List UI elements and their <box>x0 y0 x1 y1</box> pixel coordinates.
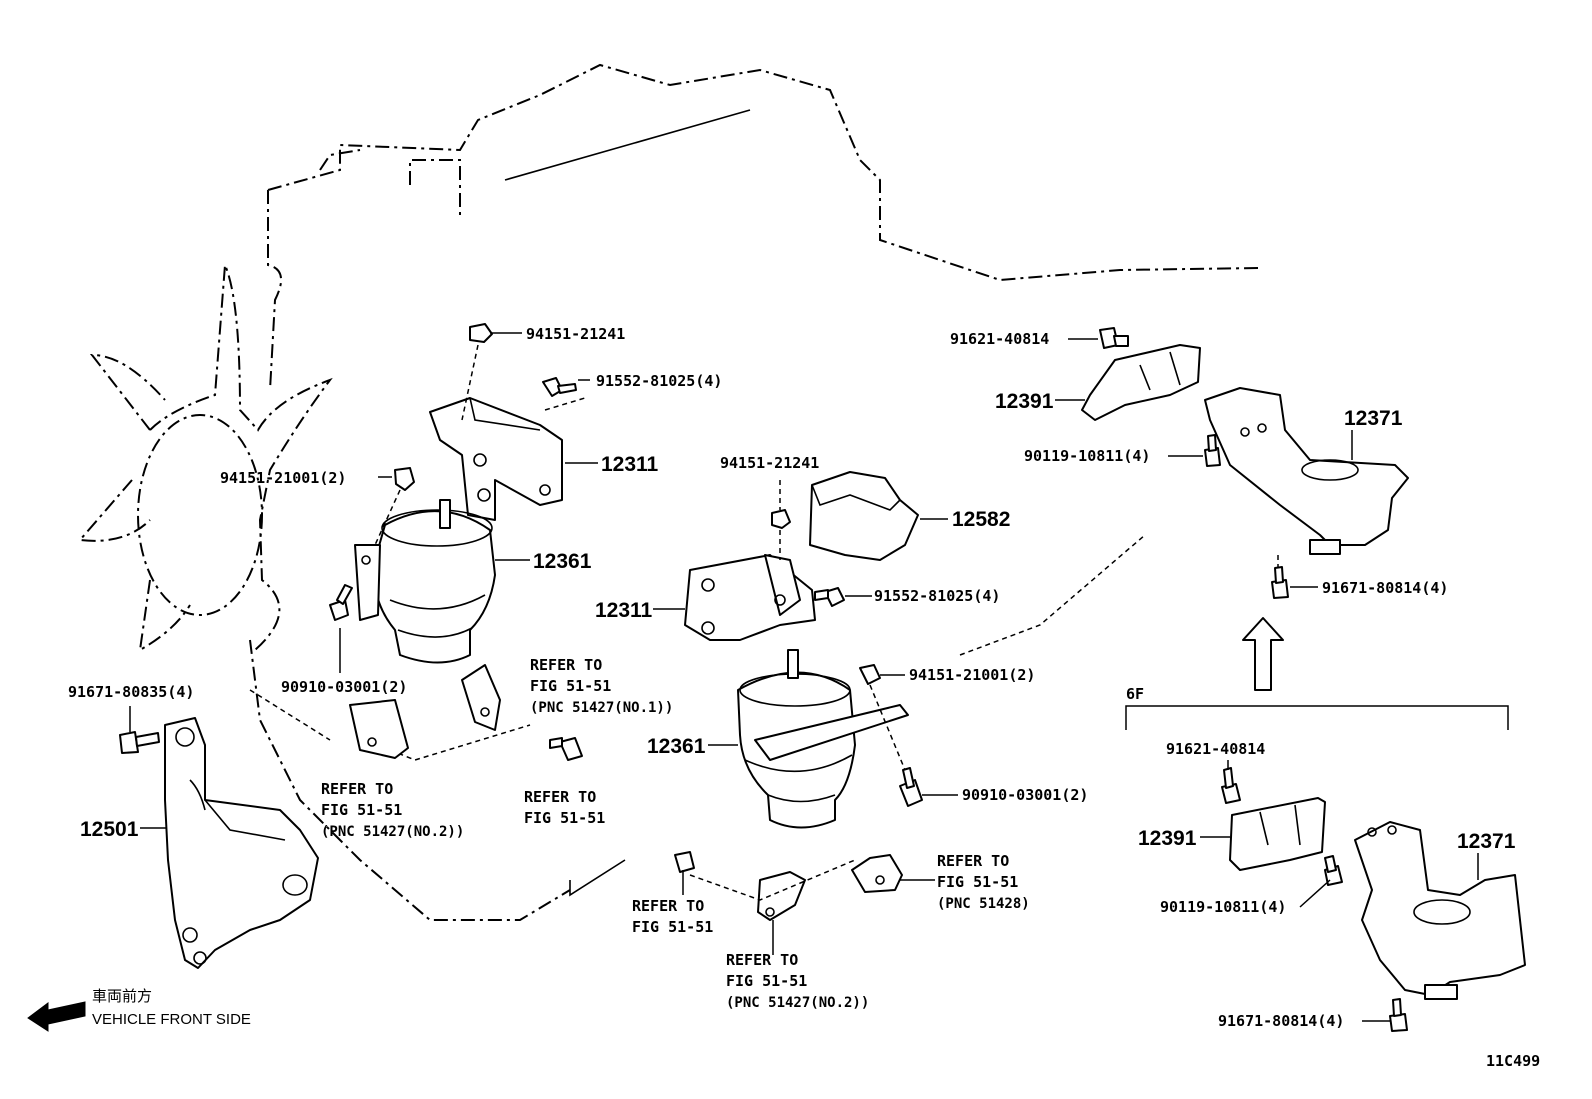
part-number-label: 12582 <box>952 508 1010 531</box>
part-number-label: 12311 <box>595 599 653 622</box>
part-number-label: 12371 <box>1457 830 1516 853</box>
part-number-label: 12361 <box>647 735 706 758</box>
fan-outline <box>77 264 333 652</box>
reference-note-line: FIG 51-51 <box>632 918 713 936</box>
variant-label: 6F <box>1126 685 1144 703</box>
engine-mount-12361-right <box>737 649 909 829</box>
reference-note-line: REFER TO <box>530 656 602 674</box>
callout-labels: 94151-21241 91552-81025(4) 12311 94151-2… <box>68 325 1516 1030</box>
stopper-bracket-12391-upper <box>1081 344 1201 421</box>
part-number-label: 90119-10811(4) <box>1160 898 1286 916</box>
engine-outline <box>249 63 1259 921</box>
part-number-label: 91671-80814(4) <box>1218 1012 1344 1030</box>
heat-insulator-12582 <box>809 471 919 561</box>
fastener-nut-icon <box>394 323 493 491</box>
reference-note-line: FIG 51-51 <box>524 809 605 827</box>
reference-note-line: REFER TO <box>632 897 704 915</box>
part-number-label: 91671-80814(4) <box>1322 579 1448 597</box>
reference-note-line: FIG 51-51 <box>321 801 402 819</box>
reference-notes: REFER TO FIG 51-51 (PNC 51427(NO.1)) REF… <box>321 656 1030 1011</box>
reference-note-line: REFER TO <box>937 852 1009 870</box>
reference-note-line: FIG 51-51 <box>937 873 1018 891</box>
reference-note-line: (PNC 51427(NO.1)) <box>530 700 673 716</box>
up-arrow-icon <box>1242 617 1284 691</box>
reference-note-line: (PNC 51427(NO.2)) <box>726 995 869 1011</box>
front-indicator-japanese: 車両前方 <box>92 988 152 1005</box>
reference-bracket-icon <box>757 854 903 921</box>
part-number-label: 91552-81025(4) <box>596 372 722 390</box>
variant-group-bracket <box>1125 705 1509 730</box>
part-number-label: 90910-03001(2) <box>962 786 1088 804</box>
part-number-label: 12371 <box>1344 407 1403 430</box>
part-number-label: 94151-21241 <box>720 454 819 472</box>
part-number-label: 12391 <box>995 390 1054 413</box>
part-number-label: 94151-21241 <box>526 325 625 343</box>
engine-mount-bracket-12371-lower <box>1354 821 1526 1000</box>
part-number-label: 12391 <box>1138 827 1197 850</box>
front-bracket-12501 <box>164 717 319 969</box>
figure-id: 11C499 <box>1486 1052 1540 1070</box>
leader-lines-right-lower <box>1200 760 1479 1022</box>
part-number-label: 90910-03001(2) <box>281 678 407 696</box>
part-number-label: 91671-80835(4) <box>68 683 194 701</box>
part-number-label: 91621-40814 <box>950 330 1049 348</box>
reference-note-line: FIG 51-51 <box>530 677 611 695</box>
part-number-label: 12311 <box>601 453 659 476</box>
fastener-bolt-icon <box>674 587 923 873</box>
part-number-label: 91552-81025(4) <box>874 587 1000 605</box>
front-indicator-english: VEHICLE FRONT SIDE <box>92 1011 251 1028</box>
front-direction-arrow-icon <box>27 1001 86 1032</box>
reference-note-line: REFER TO <box>726 951 798 969</box>
reference-note-line: (PNC 51428) <box>937 896 1030 912</box>
fastener-bolt-icon <box>1221 767 1408 1032</box>
reference-note-line: REFER TO <box>524 788 596 806</box>
fastener-nut-icon <box>771 509 881 685</box>
engine-mount-12361-left <box>354 499 496 664</box>
fastener-bolt-icon <box>119 377 583 761</box>
leader-lines-middle <box>653 480 958 955</box>
front-indicator: 車両前方 VEHICLE FRONT SIDE <box>92 988 251 1028</box>
leader-lines-right-upper <box>1055 338 1353 588</box>
reference-note-line: REFER TO <box>321 780 393 798</box>
reference-note-line: (PNC 51427(NO.2)) <box>321 824 464 840</box>
stopper-bracket-12391-lower <box>1229 797 1326 871</box>
reference-note-line: FIG 51-51 <box>726 972 807 990</box>
engine-mount-bracket-12371-upper <box>1204 387 1409 555</box>
part-number-label: 90119-10811(4) <box>1024 447 1150 465</box>
fastener-bolt-icon <box>1099 327 1289 599</box>
engine-bracket-12311-right <box>684 554 816 641</box>
part-number-label: 94151-21001(2) <box>220 469 346 487</box>
reference-bracket-icon <box>349 664 501 759</box>
part-number-label: 91621-40814 <box>1166 740 1265 758</box>
part-number-label: 94151-21001(2) <box>909 666 1035 684</box>
part-number-label: 12361 <box>533 550 592 573</box>
part-number-label: 12501 <box>80 818 139 841</box>
engine-bracket-12311-left <box>429 397 563 521</box>
